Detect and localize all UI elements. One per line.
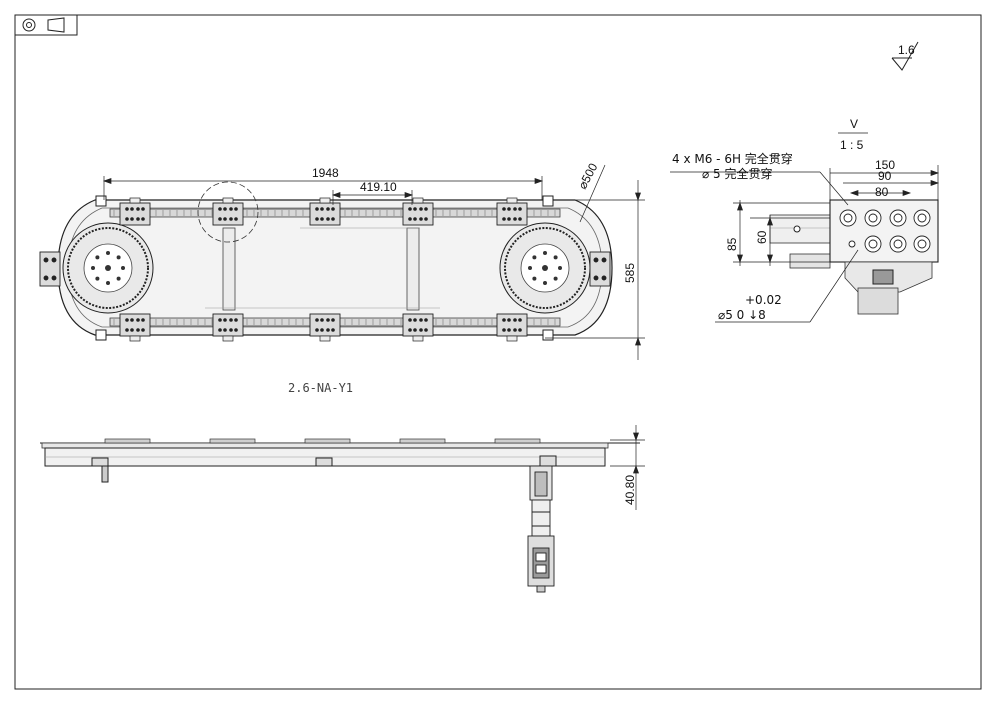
dim-radius: ⌀500 xyxy=(575,160,600,191)
title-cell xyxy=(14,14,78,36)
carrier-block xyxy=(119,197,151,226)
dim-side-height: 40.80 xyxy=(623,475,637,505)
top-view xyxy=(39,181,613,342)
dim-80: 80 xyxy=(875,185,889,199)
track-outline xyxy=(57,199,613,336)
dim-150: 150 xyxy=(875,158,895,172)
view-label: 2.6-NA-Y1 xyxy=(288,381,353,395)
carrier-block xyxy=(309,313,341,342)
side-view: 40.80 xyxy=(40,425,645,593)
carrier-end-left xyxy=(39,251,61,287)
note-pin: ⌀5 0 ↓8 xyxy=(718,308,766,322)
dim-85: 85 xyxy=(725,237,739,251)
carrier-block xyxy=(402,313,434,342)
dim-60: 60 xyxy=(755,230,769,244)
top-dimensions xyxy=(102,164,645,360)
detail-view: V 1 : 5 xyxy=(769,117,939,315)
dim-overall-length: 1948 xyxy=(312,166,339,180)
sheet-border xyxy=(14,14,982,690)
note-thread-hole: ⌀ 5 完全贯穿 xyxy=(702,166,773,181)
dim-height: 585 xyxy=(623,263,637,283)
surface-finish-icon xyxy=(891,41,919,71)
left-sprocket xyxy=(62,222,154,314)
detail-scale: 1 : 5 xyxy=(840,138,864,152)
carrier-end-right xyxy=(589,251,611,287)
carrier-block xyxy=(212,197,244,226)
detail-circle-v xyxy=(197,181,259,243)
carrier-block xyxy=(402,197,434,226)
carrier-block xyxy=(119,313,151,342)
carrier-block xyxy=(496,313,528,342)
detail-dimensions xyxy=(670,165,940,323)
carrier-block xyxy=(496,197,528,226)
support-left xyxy=(222,227,236,311)
dim-90: 90 xyxy=(878,169,892,183)
dim-pitch: 419.10 xyxy=(360,180,397,194)
carrier-block xyxy=(309,197,341,226)
carrier-block xyxy=(212,313,244,342)
projection-symbol-icon xyxy=(22,17,65,33)
support-right xyxy=(406,227,420,311)
motor-assembly xyxy=(527,465,555,593)
note-pin-tolerance: +0.02 xyxy=(745,293,782,307)
detail-mark: V xyxy=(850,117,858,131)
surface-finish-value: 1.6 xyxy=(898,43,915,57)
note-thread: 4 x M6 - 6H 完全贯穿 xyxy=(672,151,793,166)
right-sprocket xyxy=(499,222,591,314)
